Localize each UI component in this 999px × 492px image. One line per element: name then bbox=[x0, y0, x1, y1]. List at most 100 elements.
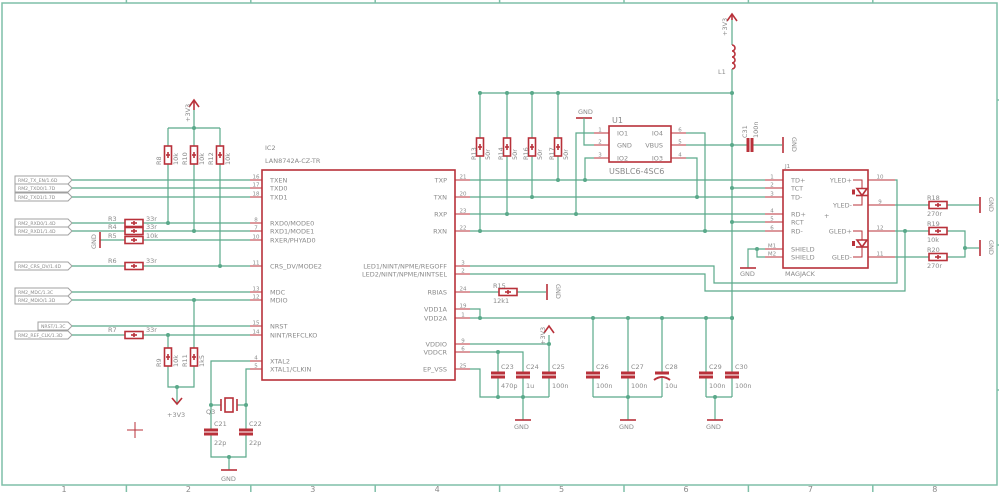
wire[interactable] bbox=[756, 248, 765, 258]
pin-number: 5 bbox=[678, 140, 682, 146]
pin-name: TXP bbox=[434, 177, 447, 185]
wire[interactable] bbox=[686, 132, 706, 231]
resistor-value: 1k5 bbox=[198, 355, 206, 367]
u1-body bbox=[608, 125, 672, 163]
net-label[interactable] bbox=[14, 183, 73, 193]
gnd-label: GND bbox=[554, 284, 562, 299]
frame-column-label: 2 bbox=[186, 485, 191, 492]
pin-name: VDDIO bbox=[426, 341, 448, 349]
capacitor-value: 22p bbox=[214, 439, 226, 447]
capacitor-ref: C28 bbox=[665, 363, 678, 371]
wire[interactable] bbox=[470, 179, 898, 284]
net-label[interactable] bbox=[14, 218, 73, 228]
pin-name: NINT/REFCLKO bbox=[270, 332, 317, 340]
resistor-ref: R18 bbox=[927, 194, 940, 202]
pin-name: GLED+ bbox=[829, 228, 852, 236]
supply-label: +3V3 bbox=[539, 327, 547, 345]
net-label[interactable] bbox=[14, 295, 73, 305]
pin-name: CRS_DV/MODE2 bbox=[270, 263, 322, 271]
net-label[interactable] bbox=[14, 192, 73, 202]
resistor-value: 10k bbox=[927, 236, 939, 244]
capacitor-ref: C21 bbox=[214, 420, 227, 428]
wire[interactable] bbox=[583, 118, 594, 146]
pin-number: 9 bbox=[878, 200, 882, 206]
capacitor-value: 100n bbox=[596, 382, 613, 390]
resistor-ref: R10 bbox=[181, 152, 189, 165]
pin-number: 22 bbox=[460, 226, 467, 232]
gnd-label: GND bbox=[619, 423, 634, 431]
capacitor-ref: C30 bbox=[735, 363, 748, 371]
j1-part-name: MAGJACK bbox=[785, 270, 816, 278]
frame-column-label: 7 bbox=[808, 485, 813, 492]
pin-name: RXER/PHYAD0 bbox=[270, 237, 316, 245]
pin-number: 19 bbox=[460, 304, 467, 310]
net-label[interactable] bbox=[14, 261, 73, 271]
resistor-r8 bbox=[163, 145, 173, 165]
wire[interactable] bbox=[470, 308, 481, 318]
pin-name: IO2 bbox=[617, 155, 628, 163]
resistor-value: 270r bbox=[927, 210, 942, 218]
pin-number: 3 bbox=[770, 192, 774, 198]
pin-name: XTAL1/CLKIN bbox=[270, 366, 312, 374]
wire[interactable] bbox=[167, 366, 195, 388]
net-label[interactable] bbox=[37, 321, 73, 331]
pin-number: 3 bbox=[598, 153, 602, 159]
wire[interactable] bbox=[470, 231, 906, 292]
resistor-value: 10k bbox=[146, 232, 158, 240]
pin-name: XTAL2 bbox=[270, 358, 290, 366]
net-label-text: RM2_CRS_DV/1.4D bbox=[18, 264, 61, 270]
wire[interactable] bbox=[575, 132, 594, 214]
pin-number: 18 bbox=[253, 192, 260, 198]
pin-number: 25 bbox=[460, 364, 467, 370]
resistor-value: 10k bbox=[224, 153, 232, 165]
wire[interactable] bbox=[584, 157, 594, 180]
pin-number: 8 bbox=[254, 218, 258, 224]
yellow-led-icon bbox=[855, 187, 869, 197]
pin-name: RCT bbox=[791, 219, 804, 227]
supply-label: +3V3 bbox=[184, 104, 192, 122]
frame-column-label: 3 bbox=[310, 485, 315, 492]
net-label-text: RM2_MDC/1.3C bbox=[18, 290, 53, 296]
pin-number: 10 bbox=[253, 235, 260, 241]
pin-number: 1 bbox=[461, 313, 465, 319]
junction-dot bbox=[496, 350, 500, 354]
frame-column-label: 4 bbox=[435, 485, 440, 492]
pin-number: 23 bbox=[460, 209, 467, 215]
wire[interactable] bbox=[747, 248, 757, 268]
wire[interactable] bbox=[245, 368, 250, 430]
j1-ref: J1 bbox=[784, 164, 790, 170]
wire[interactable] bbox=[470, 368, 549, 398]
resistor-ref: R15 bbox=[493, 282, 506, 290]
wire[interactable] bbox=[947, 230, 966, 258]
net-label[interactable] bbox=[14, 226, 73, 236]
junction-dot bbox=[192, 298, 196, 302]
frame-column-label: 6 bbox=[683, 485, 688, 492]
junction-dot bbox=[556, 178, 560, 182]
supply-label: +3V3 bbox=[721, 18, 729, 36]
capacitor-value: 100n bbox=[709, 382, 726, 390]
pin-name: TCT bbox=[790, 185, 803, 193]
junction-dot bbox=[478, 229, 482, 233]
capacitor-value: 22p bbox=[249, 439, 261, 447]
ic2-ref: IC2 bbox=[265, 144, 276, 152]
pin-number: 5 bbox=[254, 364, 258, 370]
resistor-ref: R9 bbox=[155, 358, 163, 367]
wire[interactable] bbox=[470, 351, 524, 373]
u1-ref: U1 bbox=[612, 116, 623, 125]
junction-dot bbox=[730, 91, 734, 95]
gnd-label: GND bbox=[706, 423, 721, 431]
pin-number: 17 bbox=[253, 183, 260, 189]
wire[interactable] bbox=[686, 157, 698, 197]
capacitor-value: 100n bbox=[631, 382, 648, 390]
net-label[interactable] bbox=[14, 287, 73, 297]
resistor-r18 bbox=[928, 200, 948, 210]
pin-number: 1 bbox=[770, 175, 774, 181]
net-label[interactable] bbox=[14, 330, 73, 340]
resistor-r14 bbox=[502, 137, 512, 157]
pin-number: 4 bbox=[770, 209, 774, 215]
capacitor-value: 100n bbox=[552, 382, 569, 390]
net-label[interactable] bbox=[14, 175, 73, 185]
capacitor-ref: C29 bbox=[709, 363, 722, 371]
